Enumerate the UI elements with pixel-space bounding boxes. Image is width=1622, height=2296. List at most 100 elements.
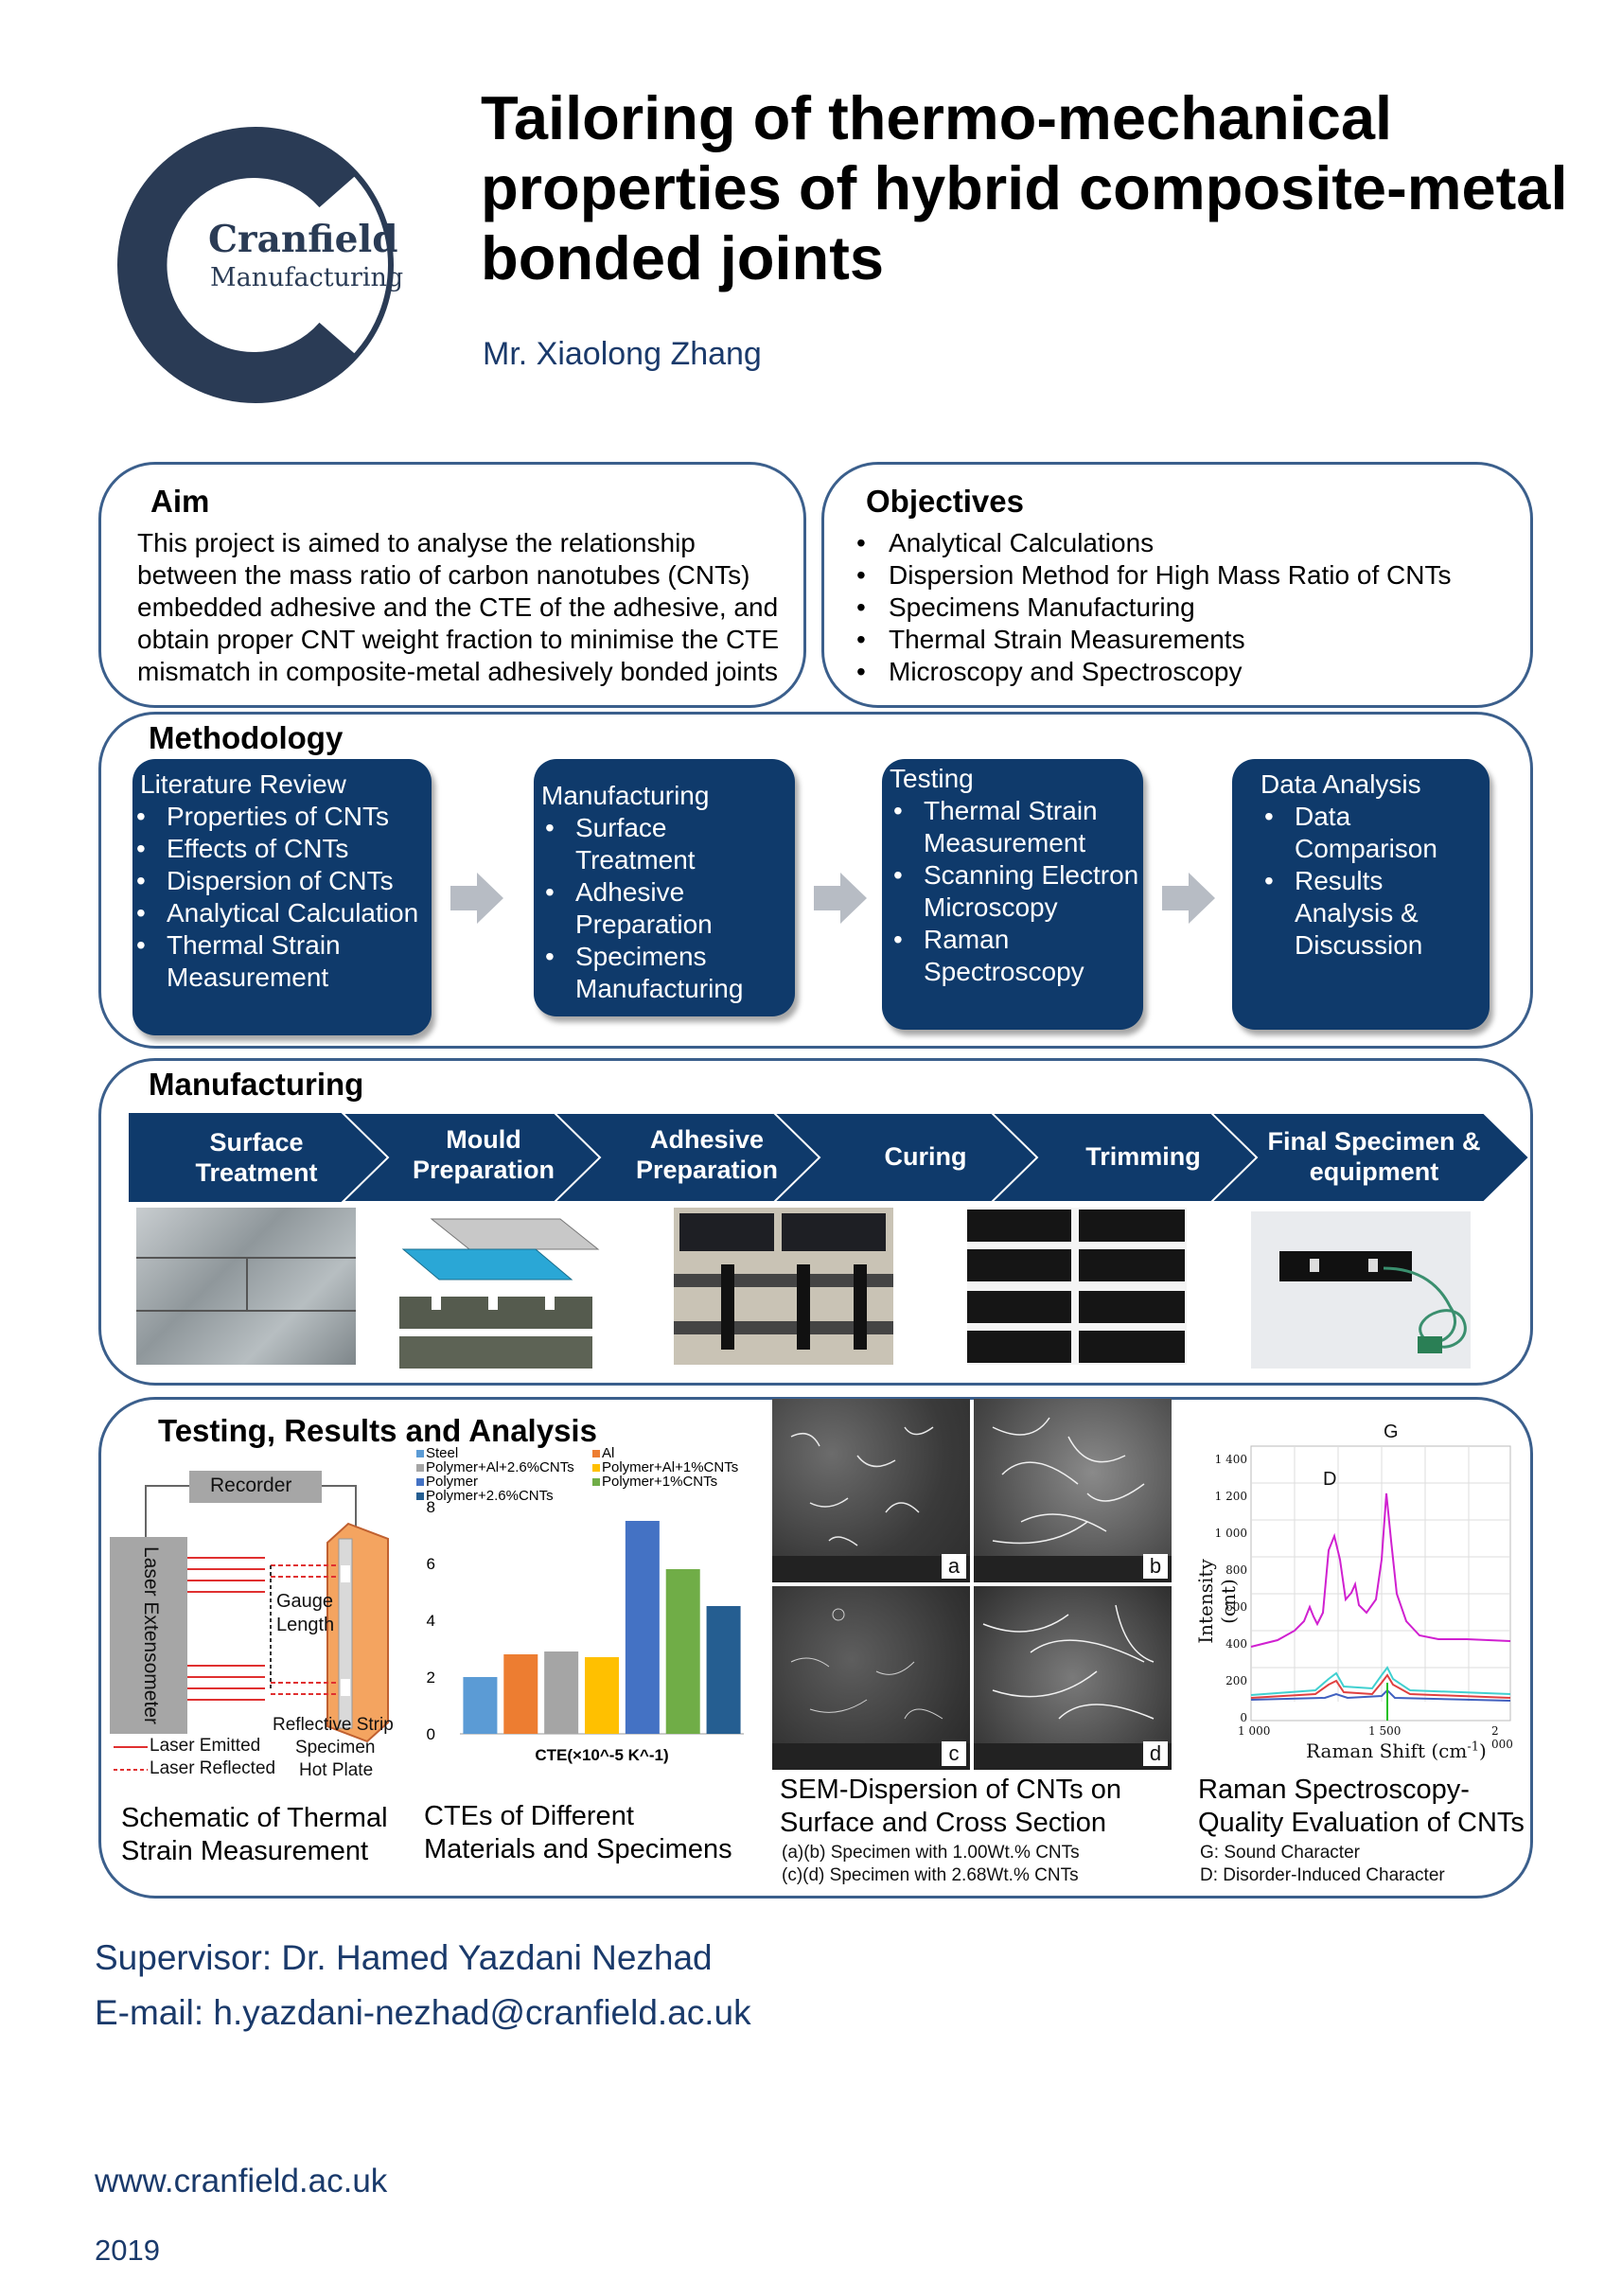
raman-peak-g: G <box>1384 1422 1399 1442</box>
box-title: Data Analysis <box>1261 769 1421 799</box>
legend-label: Steel <box>426 1446 458 1461</box>
raman-chart: Intensity (cnt) 1 400 1 200 1 000 800 60… <box>1183 1422 1520 1764</box>
final-specimen-photo <box>1251 1211 1471 1369</box>
sem-image-c: c <box>772 1586 970 1770</box>
objective-item: Thermal Strain Measurements <box>853 624 1525 656</box>
specimen-label: Specimen <box>295 1738 376 1757</box>
methodology-box-testing: Testing Thermal Strain Measurement Scann… <box>882 759 1143 1030</box>
cte-bar <box>665 1569 700 1734</box>
objective-item: Microscopy and Spectroscopy <box>853 656 1525 688</box>
arrow-right-icon <box>1162 873 1215 924</box>
raman-xlabel-text: Raman Shift (cm <box>1306 1740 1468 1762</box>
manufacturing-heading: Manufacturing <box>149 1067 364 1102</box>
legend-swatch <box>416 1492 424 1500</box>
schematic-drawing <box>110 1471 389 1771</box>
wire-drawing <box>1384 1266 1467 1353</box>
box-title: Literature Review <box>140 769 346 799</box>
sem-grid: a b c d <box>772 1399 1172 1770</box>
laser-reflected-label: Laser Reflected <box>150 1758 276 1778</box>
sem-image-b: b <box>974 1399 1172 1582</box>
laser-emitted-label: Laser Emitted <box>150 1736 261 1756</box>
raman-xtick: 2 000 <box>1491 1724 1513 1751</box>
cte-bar <box>544 1651 579 1734</box>
sem-label-c: c <box>942 1741 966 1766</box>
sem-image-d: d <box>974 1586 1172 1770</box>
website-link[interactable]: www.cranfield.ac.uk <box>95 2163 388 2199</box>
sem-label-b: b <box>1143 1554 1168 1579</box>
raman-xlabel-sup: -1 <box>1467 1740 1479 1755</box>
sem-label-d: d <box>1143 1741 1168 1766</box>
recorder-label: Recorder <box>210 1475 292 1496</box>
raman-xlabel-end: ) <box>1478 1740 1487 1762</box>
schematic-caption: Schematic of Thermal Strain Measurement <box>121 1803 388 1866</box>
cte-bar <box>706 1606 741 1734</box>
process-chevron-bar <box>129 1113 1529 1202</box>
ytick: 1 000 <box>1214 1527 1247 1540</box>
legend-label: Polymer+Al+2.6%CNTs <box>426 1459 574 1475</box>
step-adhesive-preparation: Adhesive Preparation <box>635 1125 779 1184</box>
box-item: Analytical Calculation <box>132 897 428 929</box>
sem-label-a: a <box>942 1554 966 1579</box>
objectives-list: Analytical Calculations Dispersion Metho… <box>853 527 1525 688</box>
raman-caption: Raman Spectroscopy-Quality Evaluation of… <box>1198 1775 1525 1838</box>
ytick: 600 <box>1225 1600 1247 1614</box>
box-item: Specimens Manufacturing <box>541 941 791 1005</box>
sem-texture <box>982 1604 1155 1720</box>
adhesive-preparation-photo <box>674 1208 893 1365</box>
step-final-specimen: Final Specimen & equipment <box>1267 1127 1481 1186</box>
methodology-box-manufacturing: Manufacturing Surface Treatment Adhesive… <box>534 759 795 1016</box>
box-item: Dispersion of CNTs <box>132 865 428 897</box>
testing-heading: Testing, Results and Analysis <box>158 1413 597 1448</box>
sem-texture <box>790 1608 943 1720</box>
box-item: Thermal Strain Measurement <box>890 795 1139 859</box>
legend-swatch <box>592 1464 600 1472</box>
step-curing: Curing <box>884 1142 967 1171</box>
box-list: Properties of CNTs Effects of CNTs Dispe… <box>132 801 428 994</box>
ytick: 400 <box>1225 1637 1247 1651</box>
ytick: 800 <box>1225 1563 1247 1577</box>
cte-bar <box>585 1657 619 1734</box>
mould-preparation-photo <box>394 1211 604 1374</box>
box-item: Raman Spectroscopy <box>890 924 1139 988</box>
raman-peak-d: D <box>1323 1469 1337 1490</box>
legend-swatch <box>592 1450 600 1457</box>
trimming-photo <box>967 1208 1187 1365</box>
step-trimming: Trimming <box>1085 1142 1201 1171</box>
box-title: Manufacturing <box>541 781 710 810</box>
cte-bar <box>503 1654 538 1734</box>
arrow-right-icon <box>814 873 867 924</box>
methodology-heading: Methodology <box>149 720 344 755</box>
ytick: 0 <box>1240 1711 1247 1724</box>
objectives-heading: Objectives <box>866 484 1024 519</box>
raman-xlabel: Raman Shift (cm-1) <box>1306 1740 1487 1762</box>
legend-label: Polymer <box>426 1474 478 1490</box>
sem-caption: SEM-Dispersion of CNTs on Surface and Cr… <box>780 1775 1121 1838</box>
raman-note-1: G: Sound Character <box>1200 1843 1360 1863</box>
surface-treatment-photo <box>136 1208 356 1365</box>
y-tick-label: 2 <box>427 1669 435 1687</box>
cte-bar <box>625 1521 660 1734</box>
arrow-right-icon <box>450 873 503 924</box>
legend-swatch <box>416 1450 424 1457</box>
process-steps: Surface Treatment Mould Preparation Adhe… <box>129 1113 1529 1202</box>
y-tick-label: 0 <box>427 1725 435 1743</box>
y-tick-label: 6 <box>427 1555 435 1573</box>
reflective-strip-label: Reflective Strip <box>273 1715 394 1735</box>
legend-label: Polymer+Al+1%CNTs <box>602 1459 738 1475</box>
box-title: Testing <box>890 764 974 793</box>
x-axis-label: CTE(×10^-5 K^-1) <box>535 1746 668 1764</box>
author-name: Mr. Xiaolong Zhang <box>483 336 762 372</box>
email-text[interactable]: E-mail: h.yazdani-nezhad@cranfield.ac.uk <box>95 1993 751 2032</box>
raman-note-2: D: Disorder-Induced Character <box>1200 1865 1445 1885</box>
box-item: Surface Treatment <box>541 812 791 876</box>
box-item: Properties of CNTs <box>132 801 428 833</box>
extensometer-label: Laser Extensometer <box>140 1546 162 1724</box>
sem-texture <box>992 1417 1145 1545</box>
poster-title: Tailoring of thermo-mechanical propertie… <box>481 83 1568 292</box>
step-surface-treatment: Surface Treatment <box>195 1128 318 1187</box>
box-list: Thermal Strain Measurement Scanning Elec… <box>890 795 1139 988</box>
box-item: Adhesive Preparation <box>541 876 791 941</box>
thermal-strain-schematic: Recorder Laser Extensometer Gauge Length… <box>104 1467 426 1780</box>
logo-text: Cranfield <box>208 218 398 261</box>
